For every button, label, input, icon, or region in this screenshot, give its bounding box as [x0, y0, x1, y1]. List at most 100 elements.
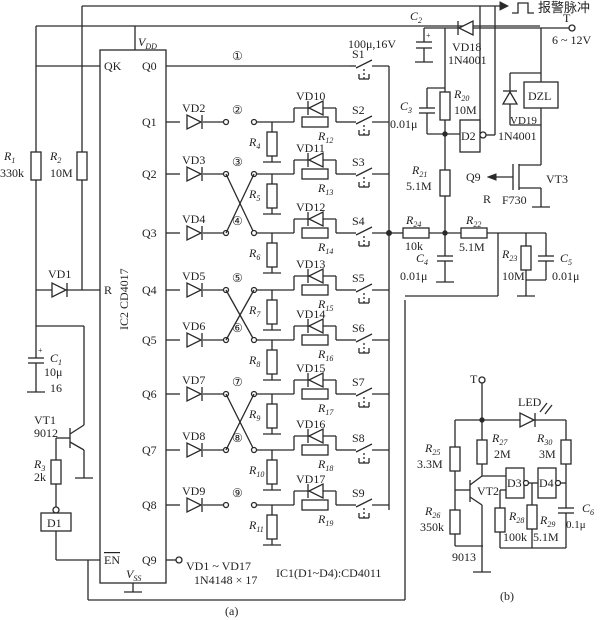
- node-label-3: ③: [232, 155, 243, 169]
- r29-resistor: [526, 504, 538, 530]
- c2-value: 100μ,16V: [348, 37, 396, 51]
- pin-r: R: [104, 283, 112, 297]
- crossover-wire: [225, 289, 255, 341]
- vd18-diode-icon: [457, 20, 474, 36]
- switch-button-icon: [358, 176, 370, 188]
- crossover-wire: [225, 393, 255, 451]
- vt3-type: F730: [502, 193, 527, 207]
- node-label-7: ⑦: [232, 375, 243, 389]
- ground-resistor: [266, 459, 278, 485]
- svg-text:+: +: [426, 31, 431, 40]
- switch-7: [355, 387, 373, 397]
- r1-label: R1: [3, 149, 15, 165]
- vd1-label: VD1: [48, 267, 71, 281]
- switch-label-3: S3: [352, 155, 365, 169]
- node-left-terminal: [222, 118, 230, 126]
- subfigure-a-label: (a): [225, 604, 238, 618]
- series-resistor-label: R12: [317, 129, 333, 145]
- parallel-diode-label: VD10: [296, 89, 325, 103]
- pin-q4: Q4: [142, 283, 157, 297]
- c1-value: 10μ: [44, 365, 62, 379]
- vd1-diode-icon: [51, 282, 68, 298]
- switch-button-icon: [358, 342, 370, 354]
- vss-label: VSS: [126, 567, 141, 583]
- switch-label-4: S4: [352, 214, 365, 228]
- node-label-8: ⑧: [232, 431, 243, 445]
- supply-voltage: 6 ~ 12V: [552, 33, 591, 47]
- vt1-label: VT1: [34, 413, 56, 427]
- r22-value: 5.1M: [459, 240, 485, 254]
- r24-value: 10k: [405, 239, 423, 253]
- svg-text:+: +: [38, 346, 43, 355]
- parallel-diode-label: VD15: [296, 361, 325, 375]
- r1-resistor: [30, 151, 42, 181]
- r27-resistor: [476, 439, 488, 465]
- parallel-diode-label: VD16: [296, 417, 325, 431]
- diode-label-6: VD7: [182, 373, 205, 387]
- ground-resistor: [266, 349, 278, 375]
- diode-label-5: VD6: [182, 319, 205, 333]
- vt2-label: VT2: [477, 484, 499, 498]
- node-right-terminal: [250, 229, 258, 237]
- ground-resistor-label: R6: [248, 246, 260, 262]
- node-right-terminal: [250, 118, 258, 126]
- series-resistor-label: R17: [317, 401, 334, 417]
- t-terminal-label: T: [563, 11, 571, 25]
- pin-q1: Q1: [142, 115, 157, 129]
- r20-value: 10M: [454, 103, 477, 117]
- c4-value: 0.01μ: [400, 269, 427, 283]
- vd18-type: 1N4001: [448, 53, 487, 67]
- pin-q9: Q9: [142, 553, 157, 567]
- alarm-pulse-label: 报警脉冲: [538, 0, 590, 16]
- diode-label-1: VD2: [182, 101, 205, 115]
- switch-label-8: S8: [352, 431, 365, 445]
- parallel-diode-icon: [307, 318, 324, 334]
- c3-label: C3: [400, 99, 412, 115]
- pin-q6: Q6: [142, 387, 157, 401]
- subfigure-b: T LED R25 3.3M R26 350k VT2 9013 R27 2M: [417, 372, 594, 603]
- switch-6: [355, 333, 373, 343]
- c5-label: C5: [560, 251, 572, 267]
- series-resistor: [301, 116, 329, 128]
- pin-q8: Q8: [142, 498, 157, 512]
- r28-resistor: [494, 507, 506, 533]
- left-section: R1 330k R2 10M VD1 + C1 10μ 16 VT1 9012 …: [0, 149, 405, 601]
- c6-value: 0.1μ: [566, 519, 586, 531]
- parallel-diode-label: VD17: [296, 472, 325, 486]
- d2-label: D2: [461, 129, 476, 143]
- diode-vd6-icon: [186, 332, 203, 348]
- c2-label: C2: [410, 9, 422, 25]
- d4-label: D4: [539, 476, 554, 490]
- diode-label-7: VD8: [182, 429, 205, 443]
- series-resistor-label: R19: [317, 512, 333, 528]
- parallel-diode-icon: [307, 483, 324, 499]
- ground-resistor-label: R7: [248, 303, 261, 319]
- node-label-9: ⑨: [232, 486, 243, 500]
- vt2-type: 9013: [452, 550, 476, 564]
- parallel-diode-icon: [307, 211, 324, 227]
- r30-label: R30: [536, 431, 552, 447]
- diode-label-3: VD4: [182, 212, 205, 226]
- series-resistor-label: R13: [317, 181, 333, 197]
- parallel-diode-icon: [307, 268, 324, 284]
- r24-label: R24: [405, 213, 421, 229]
- r30-resistor: [560, 439, 572, 465]
- vdd-label: VDD: [138, 35, 157, 51]
- parallel-diode-icon: [307, 152, 324, 168]
- dzl-label: DZL: [528, 89, 551, 103]
- node-label-6: ⑥: [232, 321, 243, 335]
- r22-label: R22: [465, 213, 481, 229]
- r23-value: 10M: [502, 269, 525, 283]
- switch-2: [355, 115, 373, 125]
- ground-resistor-label: R11: [248, 518, 264, 534]
- diode-vd2-icon: [186, 114, 203, 130]
- subfigure-b-label: (b): [500, 589, 514, 603]
- ground-resistor-label: R5: [248, 187, 260, 203]
- pin-en: EN: [104, 553, 120, 567]
- d1-label: D1: [47, 516, 62, 530]
- series-resistor: [301, 334, 329, 346]
- ground-resistor-label: R4: [248, 135, 260, 151]
- series-resistor: [301, 227, 329, 239]
- ground-resistor: [266, 242, 278, 268]
